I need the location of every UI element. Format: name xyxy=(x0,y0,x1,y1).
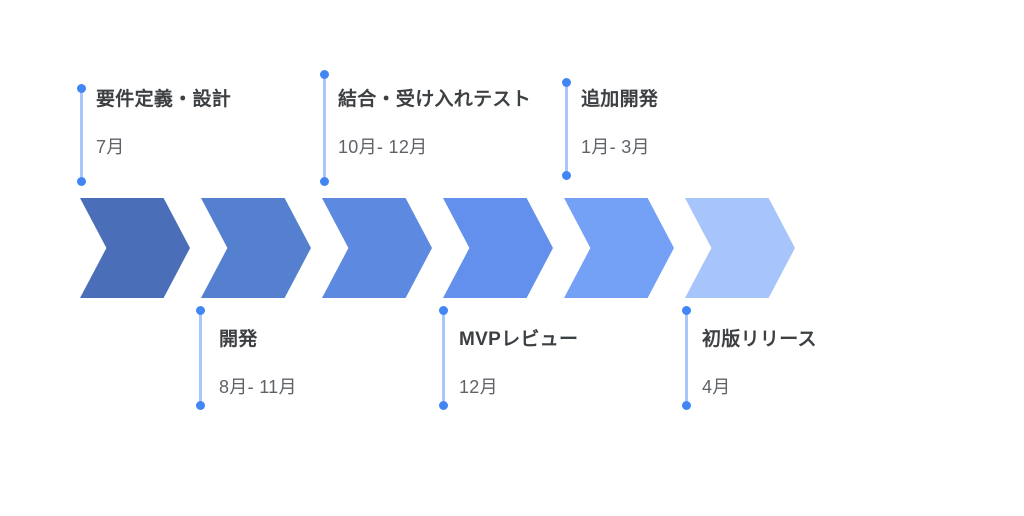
phase-period: 4月 xyxy=(702,377,731,397)
phase-period: 10月- 12月 xyxy=(338,137,428,157)
connector-dot-top xyxy=(320,70,329,79)
label-phase-6: 初版リリース 4月 xyxy=(702,330,817,396)
connector-dot-top xyxy=(77,84,86,93)
connector-dot-top xyxy=(196,306,205,315)
connector-stem xyxy=(442,310,445,406)
label-phase-2: 開発 8月- 11月 xyxy=(219,330,297,396)
chevron-phase-3 xyxy=(322,198,432,298)
phase-period: 7月 xyxy=(96,137,125,157)
label-phase-5: 追加開発 1月- 3月 xyxy=(581,90,658,156)
connector-dot-bottom xyxy=(682,401,691,410)
connector-stem xyxy=(565,82,568,176)
phase-period: 1月- 3月 xyxy=(581,137,650,157)
label-phase-1: 要件定義・設計 7月 xyxy=(96,90,231,156)
connector-stem xyxy=(80,88,83,182)
connector-phase-1 xyxy=(77,84,86,186)
phase-title: MVPレビュー xyxy=(459,329,579,350)
connector-dot-bottom xyxy=(562,171,571,180)
phase-title: 要件定義・設計 xyxy=(96,89,232,110)
phase-period: 12月 xyxy=(459,377,498,397)
phase-title: 結合・受け入れテスト xyxy=(338,89,532,110)
connector-dot-bottom xyxy=(320,177,329,186)
chevron-phase-2 xyxy=(201,198,311,298)
phase-title: 追加開発 xyxy=(581,89,659,110)
connector-dot-bottom xyxy=(196,401,205,410)
connector-stem xyxy=(323,74,326,182)
connector-stem xyxy=(199,310,202,406)
label-phase-3: 結合・受け入れテスト 10月- 12月 xyxy=(338,90,531,156)
chevron-phase-5 xyxy=(564,198,674,298)
chevron-phase-1 xyxy=(80,198,190,298)
connector-phase-4 xyxy=(439,306,448,410)
label-phase-4: MVPレビュー 12月 xyxy=(459,330,578,396)
chevron-phase-4 xyxy=(443,198,553,298)
connector-phase-3 xyxy=(320,70,329,186)
connector-dot-bottom xyxy=(77,177,86,186)
connector-phase-6 xyxy=(682,306,691,410)
phase-title: 初版リリース xyxy=(702,329,817,350)
connector-dot-top xyxy=(439,306,448,315)
chevron-phase-6 xyxy=(685,198,795,298)
connector-dot-top xyxy=(682,306,691,315)
phase-period: 8月- 11月 xyxy=(219,377,297,397)
phase-title: 開発 xyxy=(219,329,258,350)
connector-stem xyxy=(685,310,688,406)
connector-dot-top xyxy=(562,78,571,87)
connector-phase-2 xyxy=(196,306,205,410)
connector-dot-bottom xyxy=(439,401,448,410)
connector-phase-5 xyxy=(562,78,571,180)
